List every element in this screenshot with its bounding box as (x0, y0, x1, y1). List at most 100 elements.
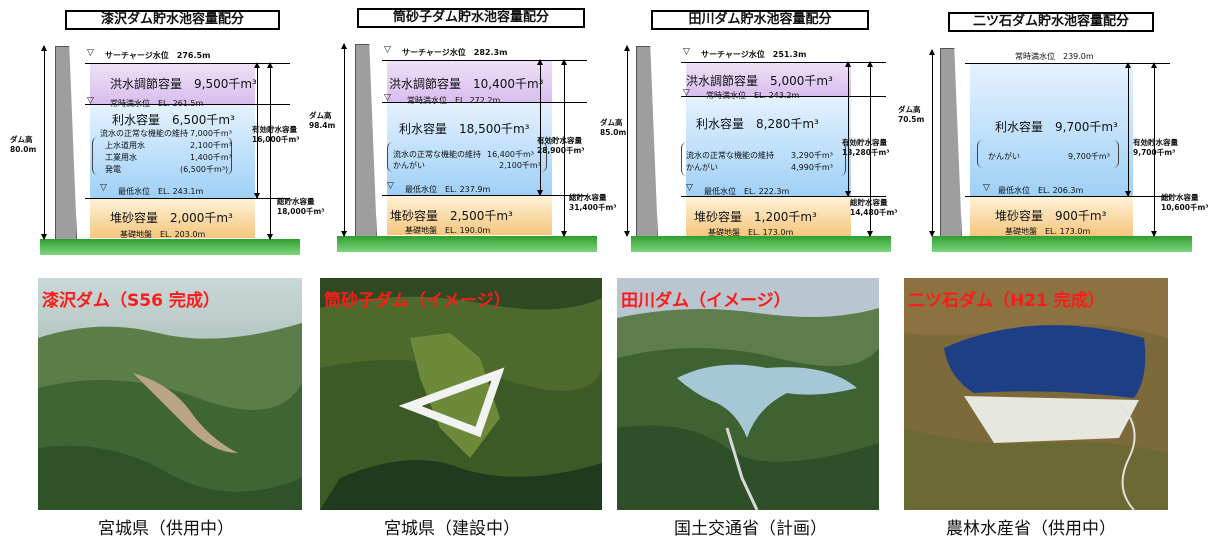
flood-capacity: 洪水調節容量 5,000千m³ (686, 74, 833, 88)
height-label: ダム高 (898, 105, 921, 114)
sediment-zone (970, 196, 1133, 236)
height-arrow (929, 49, 935, 237)
surcharge-label: サーチャージ水位 251.3m (701, 50, 807, 59)
utility-zone (90, 104, 255, 198)
height-arrow (341, 43, 347, 237)
surcharge-label: サーチャージ水位 276.5m (105, 51, 211, 60)
total-arrow (867, 61, 873, 237)
use-value: 7,000千m³ (190, 129, 232, 138)
use-name: かんがい (686, 163, 718, 172)
photo-urushizawa: 漆沢ダム（S56 完成） (38, 278, 302, 510)
height-label: ダム高 (600, 118, 623, 127)
surcharge-line (85, 63, 290, 64)
photo-caption: 宮城県（供用中） (98, 519, 234, 539)
photo-caption: 農林水産省（供用中） (946, 519, 1116, 539)
total-value: 10,600千m³ (1161, 203, 1209, 212)
foundation-level: 基礎地盤 EL. 203.0m (120, 230, 206, 239)
normal-line (382, 102, 587, 103)
low-line (382, 195, 587, 196)
total-value: 31,400千m³ (569, 203, 617, 212)
effective-value: 28,900千m³ (537, 146, 585, 155)
water-level-marker-icon: ▽ (100, 183, 107, 193)
effective-label: 有効貯水容量 (842, 138, 887, 147)
normal-level: 常時満水位 239.0m (1015, 52, 1094, 61)
flood-zone (387, 60, 552, 102)
diagram-title: 二ツ石ダム貯水池容量配分 (948, 12, 1154, 32)
total-label: 総貯水容量 (1161, 193, 1199, 202)
low-line (85, 198, 290, 199)
water-level-marker-icon: ▽ (686, 183, 693, 193)
use-name: 流水の正常な機能の維持 (393, 150, 481, 159)
use-name: 上水道用水 (105, 141, 145, 150)
use-name: 発電 (105, 165, 121, 174)
water-level-marker-icon: ▽ (683, 47, 690, 57)
use-value: 16,400千m³ (487, 150, 534, 159)
normal-level: 常時満水位 EL. 272.2m (407, 96, 501, 105)
effective-label: 有効貯水容量 (252, 125, 297, 134)
photo-tsutsusunago: 筒砂子ダム（イメージ） (320, 278, 602, 510)
use-name: 流水の正常な機能の維持 (100, 129, 188, 138)
effective-arrow (1125, 62, 1131, 197)
foundation-level: 基礎地盤 EL. 190.0m (405, 226, 491, 235)
tagawa-aerial-photo (617, 278, 879, 510)
foundation-level: 基礎地盤 EL. 173.0m (708, 228, 794, 237)
use-value: 1,400千m³ (190, 153, 232, 162)
total-arrow (561, 59, 567, 237)
use-name: 流水の正常な機能の維持 (686, 151, 774, 160)
total-label: 総貯水容量 (277, 197, 315, 206)
photo-futatsuishi: 二ツ石ダム（H21 完成） (904, 278, 1168, 510)
low-level: 最低水位 EL. 222.3m (704, 187, 790, 196)
height-value: 98.4m (309, 121, 336, 130)
water-level-marker-icon: ▽ (384, 45, 391, 55)
height-value: 70.5m (898, 115, 925, 124)
dam-body (55, 46, 77, 240)
water-level-marker-icon: ▽ (983, 183, 990, 193)
utility-zone (970, 63, 1133, 196)
surcharge-line (382, 60, 587, 61)
effective-arrow (254, 62, 260, 199)
height-value: 80.0m (10, 145, 37, 154)
total-value: 18,000千m³ (277, 207, 325, 216)
height-label: ダム高 (309, 111, 332, 120)
diagram-title: 漆沢ダム貯水池容量配分 (65, 10, 280, 30)
flood-capacity: 洪水調節容量 9,500千m³ (110, 77, 257, 91)
tsutsusunago-aerial-photo (320, 278, 602, 510)
low-line (681, 196, 886, 197)
height-arrow (41, 45, 47, 240)
use-name: かんがい (988, 152, 1020, 161)
water-level-marker-icon: ▽ (683, 88, 690, 98)
diagram-urushizawa: 漆沢ダム貯水池容量配分 ▽ サーチャージ水位 276.5m 洪水調節容量 9,5… (10, 0, 330, 260)
photo-caption: 国土交通省（計画） (674, 519, 827, 539)
flood-zone (90, 63, 255, 104)
low-level: 最低水位 EL. 237.9m (405, 185, 491, 194)
effective-value: 16,000千m³ (252, 135, 300, 144)
effective-arrow (537, 59, 543, 196)
height-value: 85.0m (600, 128, 627, 137)
photo-title: 田川ダム（イメージ） (621, 291, 791, 311)
surcharge-label: サーチャージ水位 282.3m (402, 48, 508, 57)
bracket (681, 142, 846, 176)
use-name: かんがい (393, 161, 425, 170)
low-level: 最低水位 EL. 243.1m (118, 187, 204, 196)
water-level-marker-icon: ▽ (87, 96, 94, 106)
flood-zone (686, 62, 851, 96)
ground (337, 236, 597, 252)
photo-title: 筒砂子ダム（イメージ） (324, 291, 511, 311)
dam-body (940, 48, 962, 240)
utility-zone (686, 96, 851, 196)
normal-level: 常時満水位 EL. 243.2m (706, 91, 800, 100)
normal-level: 常時満水位 EL. 261.5m (110, 99, 204, 108)
bracket (387, 142, 547, 172)
use-value: 2,100千m³ (499, 161, 541, 170)
diagram-title: 田川ダム貯水池容量配分 (651, 10, 869, 30)
effective-arrow (845, 61, 851, 197)
use-value: (6,500千m³) (180, 165, 229, 174)
utility-capacity: 利水容量 9,700千m³ (995, 120, 1118, 134)
normal-line (681, 96, 886, 97)
ground (631, 236, 891, 252)
foundation-level: 基礎地盤 EL. 173.0m (1005, 227, 1091, 236)
total-label: 総貯水容量 (850, 198, 888, 207)
sediment-capacity: 堆砂容量 900千m³ (995, 209, 1107, 223)
normal-line (965, 63, 1170, 64)
height-label: ダム高 (10, 135, 33, 144)
